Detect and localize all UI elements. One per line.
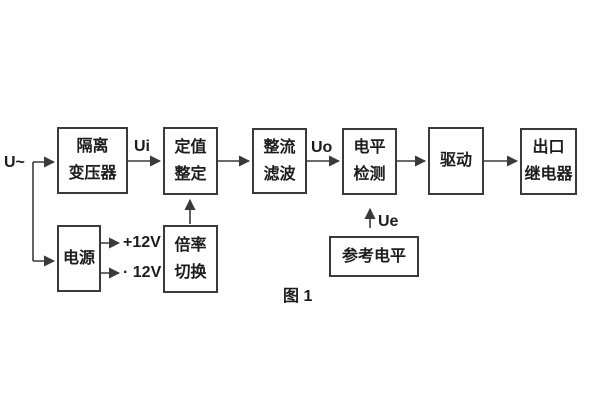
signal-label-minus-12v: · 12V <box>123 264 162 281</box>
block-label-line: 参考电平 <box>341 247 406 265</box>
block-label-line: 整流 <box>263 138 296 156</box>
block-reference-level: 参考电平 <box>329 236 419 277</box>
block-power-supply: 电源 <box>57 225 101 292</box>
figure-caption: 图 1 <box>283 288 313 305</box>
block-label-line: 定值 <box>174 138 207 156</box>
block-label-line: 检测 <box>353 166 386 183</box>
block-setting-adjustment: 定值 整定 <box>163 127 218 195</box>
signal-label-input: U~ <box>4 154 25 171</box>
block-label-line: 倍率 <box>174 236 207 254</box>
block-label-line: 继电器 <box>524 166 573 183</box>
block-label-line: 切换 <box>174 263 207 281</box>
block-label-line: 出口 <box>532 139 565 156</box>
block-label-line: 隔离 <box>76 138 109 155</box>
block-label-line: 电源 <box>62 249 95 267</box>
block-rectifier-filter: 整流 滤波 <box>252 128 307 194</box>
block-isolation-transformer: 隔离 变压器 <box>57 127 128 194</box>
block-label-line: 电平 <box>353 139 386 156</box>
signal-label-ue: Ue <box>378 213 399 230</box>
block-output-relay: 出口 继电器 <box>520 128 577 195</box>
block-driver: 驱动 <box>428 127 484 195</box>
block-level-detection: 电平 检测 <box>342 128 397 195</box>
block-label-line: 滤波 <box>263 165 296 183</box>
signal-label-uo: Uo <box>311 139 333 156</box>
block-label-line: 整定 <box>174 165 207 183</box>
block-label-line: 驱动 <box>439 152 472 169</box>
block-ratio-switching: 倍率 切换 <box>163 225 218 293</box>
signal-label-plus-12v: +12V <box>123 234 161 251</box>
signal-label-ui: Ui <box>134 138 150 155</box>
block-label-line: 变压器 <box>68 165 117 182</box>
